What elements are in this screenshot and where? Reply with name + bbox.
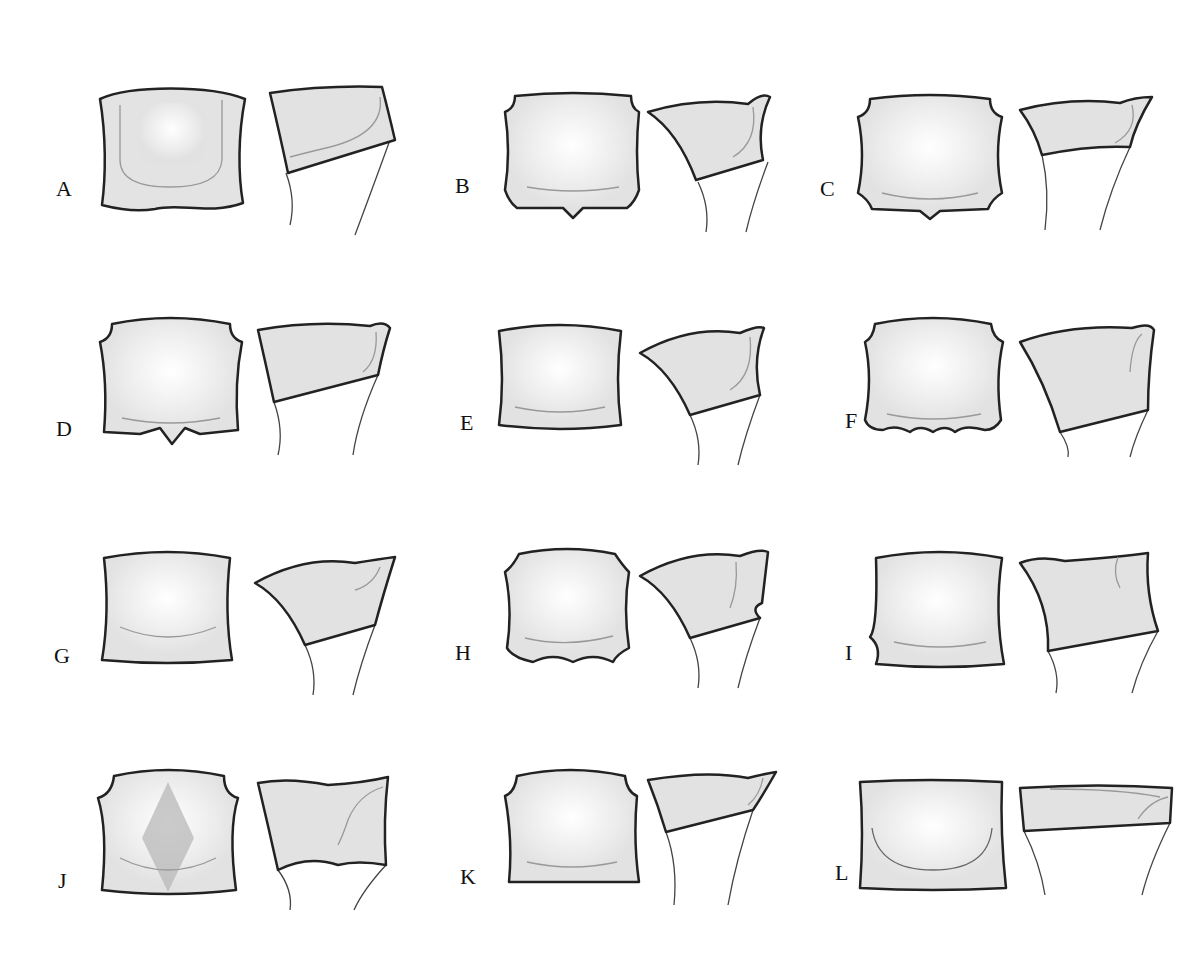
side-view [258,777,388,910]
panel-letter: D [56,418,72,440]
front-view [505,770,639,882]
panel-letter: J [58,870,67,892]
front-view [102,552,232,663]
side-view [640,551,768,688]
front-view [100,318,242,444]
side-view [1020,97,1152,230]
front-view [505,549,629,662]
front-view [865,318,1003,432]
front-view [499,325,621,429]
panel-letter: L [835,862,848,884]
panel-letter: C [820,178,835,200]
front-view [870,552,1004,667]
panel-letter: I [845,642,852,664]
panel-letter: A [56,178,72,200]
panel-letter: K [460,866,476,888]
side-view [1020,325,1154,457]
front-view [100,89,245,211]
front-view [505,93,639,218]
panel-letter: G [54,645,70,667]
front-view [98,770,238,894]
side-view [640,327,764,465]
side-view [255,557,395,695]
front-view [860,780,1006,890]
side-view [648,96,770,232]
front-view [858,95,1002,219]
side-view [648,772,776,905]
panel-letter: H [455,642,471,664]
side-view [270,87,395,235]
panel-letter: B [455,175,470,197]
side-view [1020,553,1158,693]
panel-letter: F [845,410,857,432]
side-view [1020,786,1172,896]
side-view [258,323,390,455]
panel-letter: E [460,412,473,434]
